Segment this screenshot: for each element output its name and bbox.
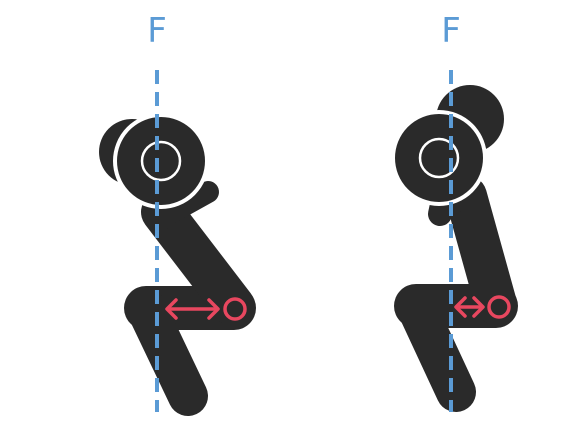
hip-joint-icon [487, 295, 511, 319]
shin-left [126, 288, 208, 416]
arrow-head-right-left [207, 298, 220, 320]
plate-inner-ring [140, 140, 182, 182]
barbell-plate-icon [113, 113, 209, 209]
double-arrow-icon [165, 298, 178, 320]
figure-right: F [391, 11, 518, 412]
torso-left [141, 191, 255, 327]
force-label-left: F [147, 11, 167, 51]
arrow-head-right-right [472, 296, 485, 318]
torso-right [445, 175, 517, 325]
plate-inner-ring [418, 137, 460, 179]
figure-left: F [99, 11, 256, 416]
barbell-plate-icon [391, 110, 487, 206]
hip-joint-icon [223, 297, 247, 321]
double-arrow-icon [454, 296, 467, 318]
shin-right [396, 286, 476, 412]
arm-left [161, 181, 219, 223]
force-label-right: F [441, 11, 461, 51]
